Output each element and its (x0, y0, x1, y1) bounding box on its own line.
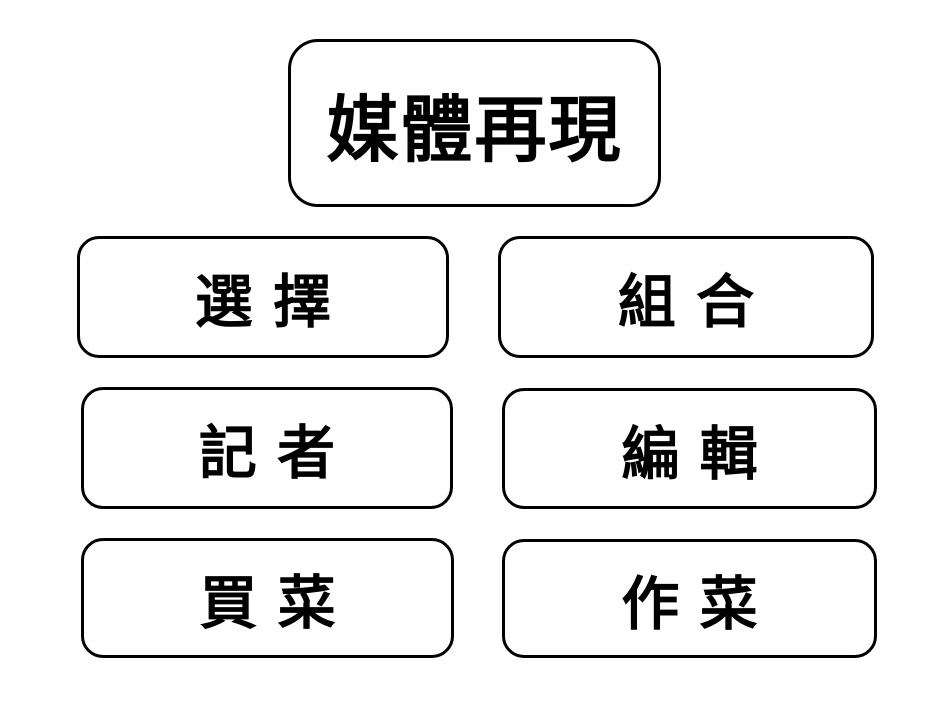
box-label: 作 菜 (621, 569, 758, 638)
box-cook: 作 菜 (502, 539, 877, 658)
box-reporter: 記 者 (81, 387, 453, 509)
box-label: 選 擇 (194, 268, 332, 336)
box-label: 組 合 (617, 268, 755, 336)
box-select: 選 擇 (77, 236, 449, 358)
box-label: 記 者 (198, 419, 336, 487)
title-label: 媒體再現 (326, 86, 623, 172)
title-box: 媒體再現 (288, 39, 661, 207)
box-buy-groceries: 買 菜 (81, 538, 454, 658)
box-label: 編 輯 (621, 419, 758, 488)
box-label: 買 菜 (199, 569, 336, 637)
box-combine: 組 合 (498, 236, 874, 358)
box-editor: 編 輯 (502, 388, 877, 509)
